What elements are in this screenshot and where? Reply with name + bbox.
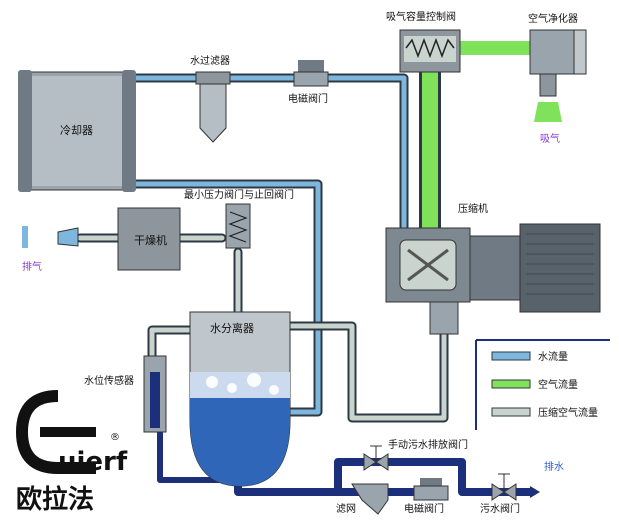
logo-brand-cn: 欧拉法 <box>16 484 94 515</box>
solenoid-valve-top: 电磁阀门 <box>288 60 329 105</box>
air-filter-label: 空气净化器 <box>528 12 578 25</box>
legend-label-compressed: 压缩空气流量 <box>538 406 598 419</box>
cooler-label: 冷却器 <box>60 124 93 137</box>
water-separator: 水分离器 <box>189 311 291 487</box>
pipes <box>75 41 537 496</box>
legend-swatch-compressed <box>491 407 531 417</box>
solenoid-valve-bottom-label: 电磁阀门 <box>404 502 444 515</box>
water-filter: 水过滤器 <box>190 54 231 143</box>
legend-label-air: 空气流量 <box>538 378 578 391</box>
intake-label: 吸气 <box>540 132 560 145</box>
sewage-valve-label: 污水阀门 <box>480 502 520 515</box>
solenoid-valve-bottom: 电磁阀门 <box>404 478 449 515</box>
separator-label: 水分离器 <box>210 321 254 335</box>
compressor: 压缩机 <box>385 202 601 335</box>
exhaust-label: 排气 <box>22 260 42 273</box>
compressor-label: 压缩机 <box>458 202 488 215</box>
logo-registered: ® <box>110 432 120 443</box>
level-sensor-label: 水位传感器 <box>84 374 134 387</box>
manual-drain-valve-label: 手动污水排放阀门 <box>388 438 468 451</box>
intake-valve-label: 吸气容量控制阀 <box>386 10 456 23</box>
dryer-label: 干燥机 <box>134 233 167 247</box>
intake-valve: 吸气容量控制阀 <box>386 10 461 73</box>
drain-pipe <box>234 458 536 496</box>
strainer: 滤网 <box>336 483 389 515</box>
air-filter: 空气净化器 吸气 <box>528 12 587 145</box>
dryer: 干燥机 <box>117 207 181 271</box>
drain-outlet: 排水 <box>530 460 564 498</box>
sewage-valve: 污水阀门 <box>480 473 520 515</box>
min-pressure-valve: 最小压力阀门与止回阀门 <box>184 188 294 249</box>
brand-logo: uierf ® 欧拉法 <box>15 390 128 515</box>
drain-label: 排水 <box>544 460 564 473</box>
legend-swatch-water <box>491 351 531 361</box>
cooler: 冷却器 <box>18 70 136 192</box>
solenoid-valve-top-label: 电磁阀门 <box>288 92 328 105</box>
legend: 水流量 空气流量 压缩空气流量 <box>472 336 618 432</box>
legend-swatch-air <box>491 379 531 389</box>
manual-drain-valve: 手动污水排放阀门 <box>363 438 468 471</box>
compressed-pipe-right <box>280 321 449 423</box>
exhaust: 排气 <box>22 226 79 273</box>
level-sensor: 水位传感器 <box>84 355 167 433</box>
legend-label-water: 水流量 <box>538 350 568 363</box>
strainer-label: 滤网 <box>336 502 356 515</box>
min-pressure-valve-label: 最小压力阀门与止回阀门 <box>184 188 294 201</box>
logo-brand: uierf <box>58 447 128 477</box>
water-filter-label: 水过滤器 <box>190 54 230 67</box>
